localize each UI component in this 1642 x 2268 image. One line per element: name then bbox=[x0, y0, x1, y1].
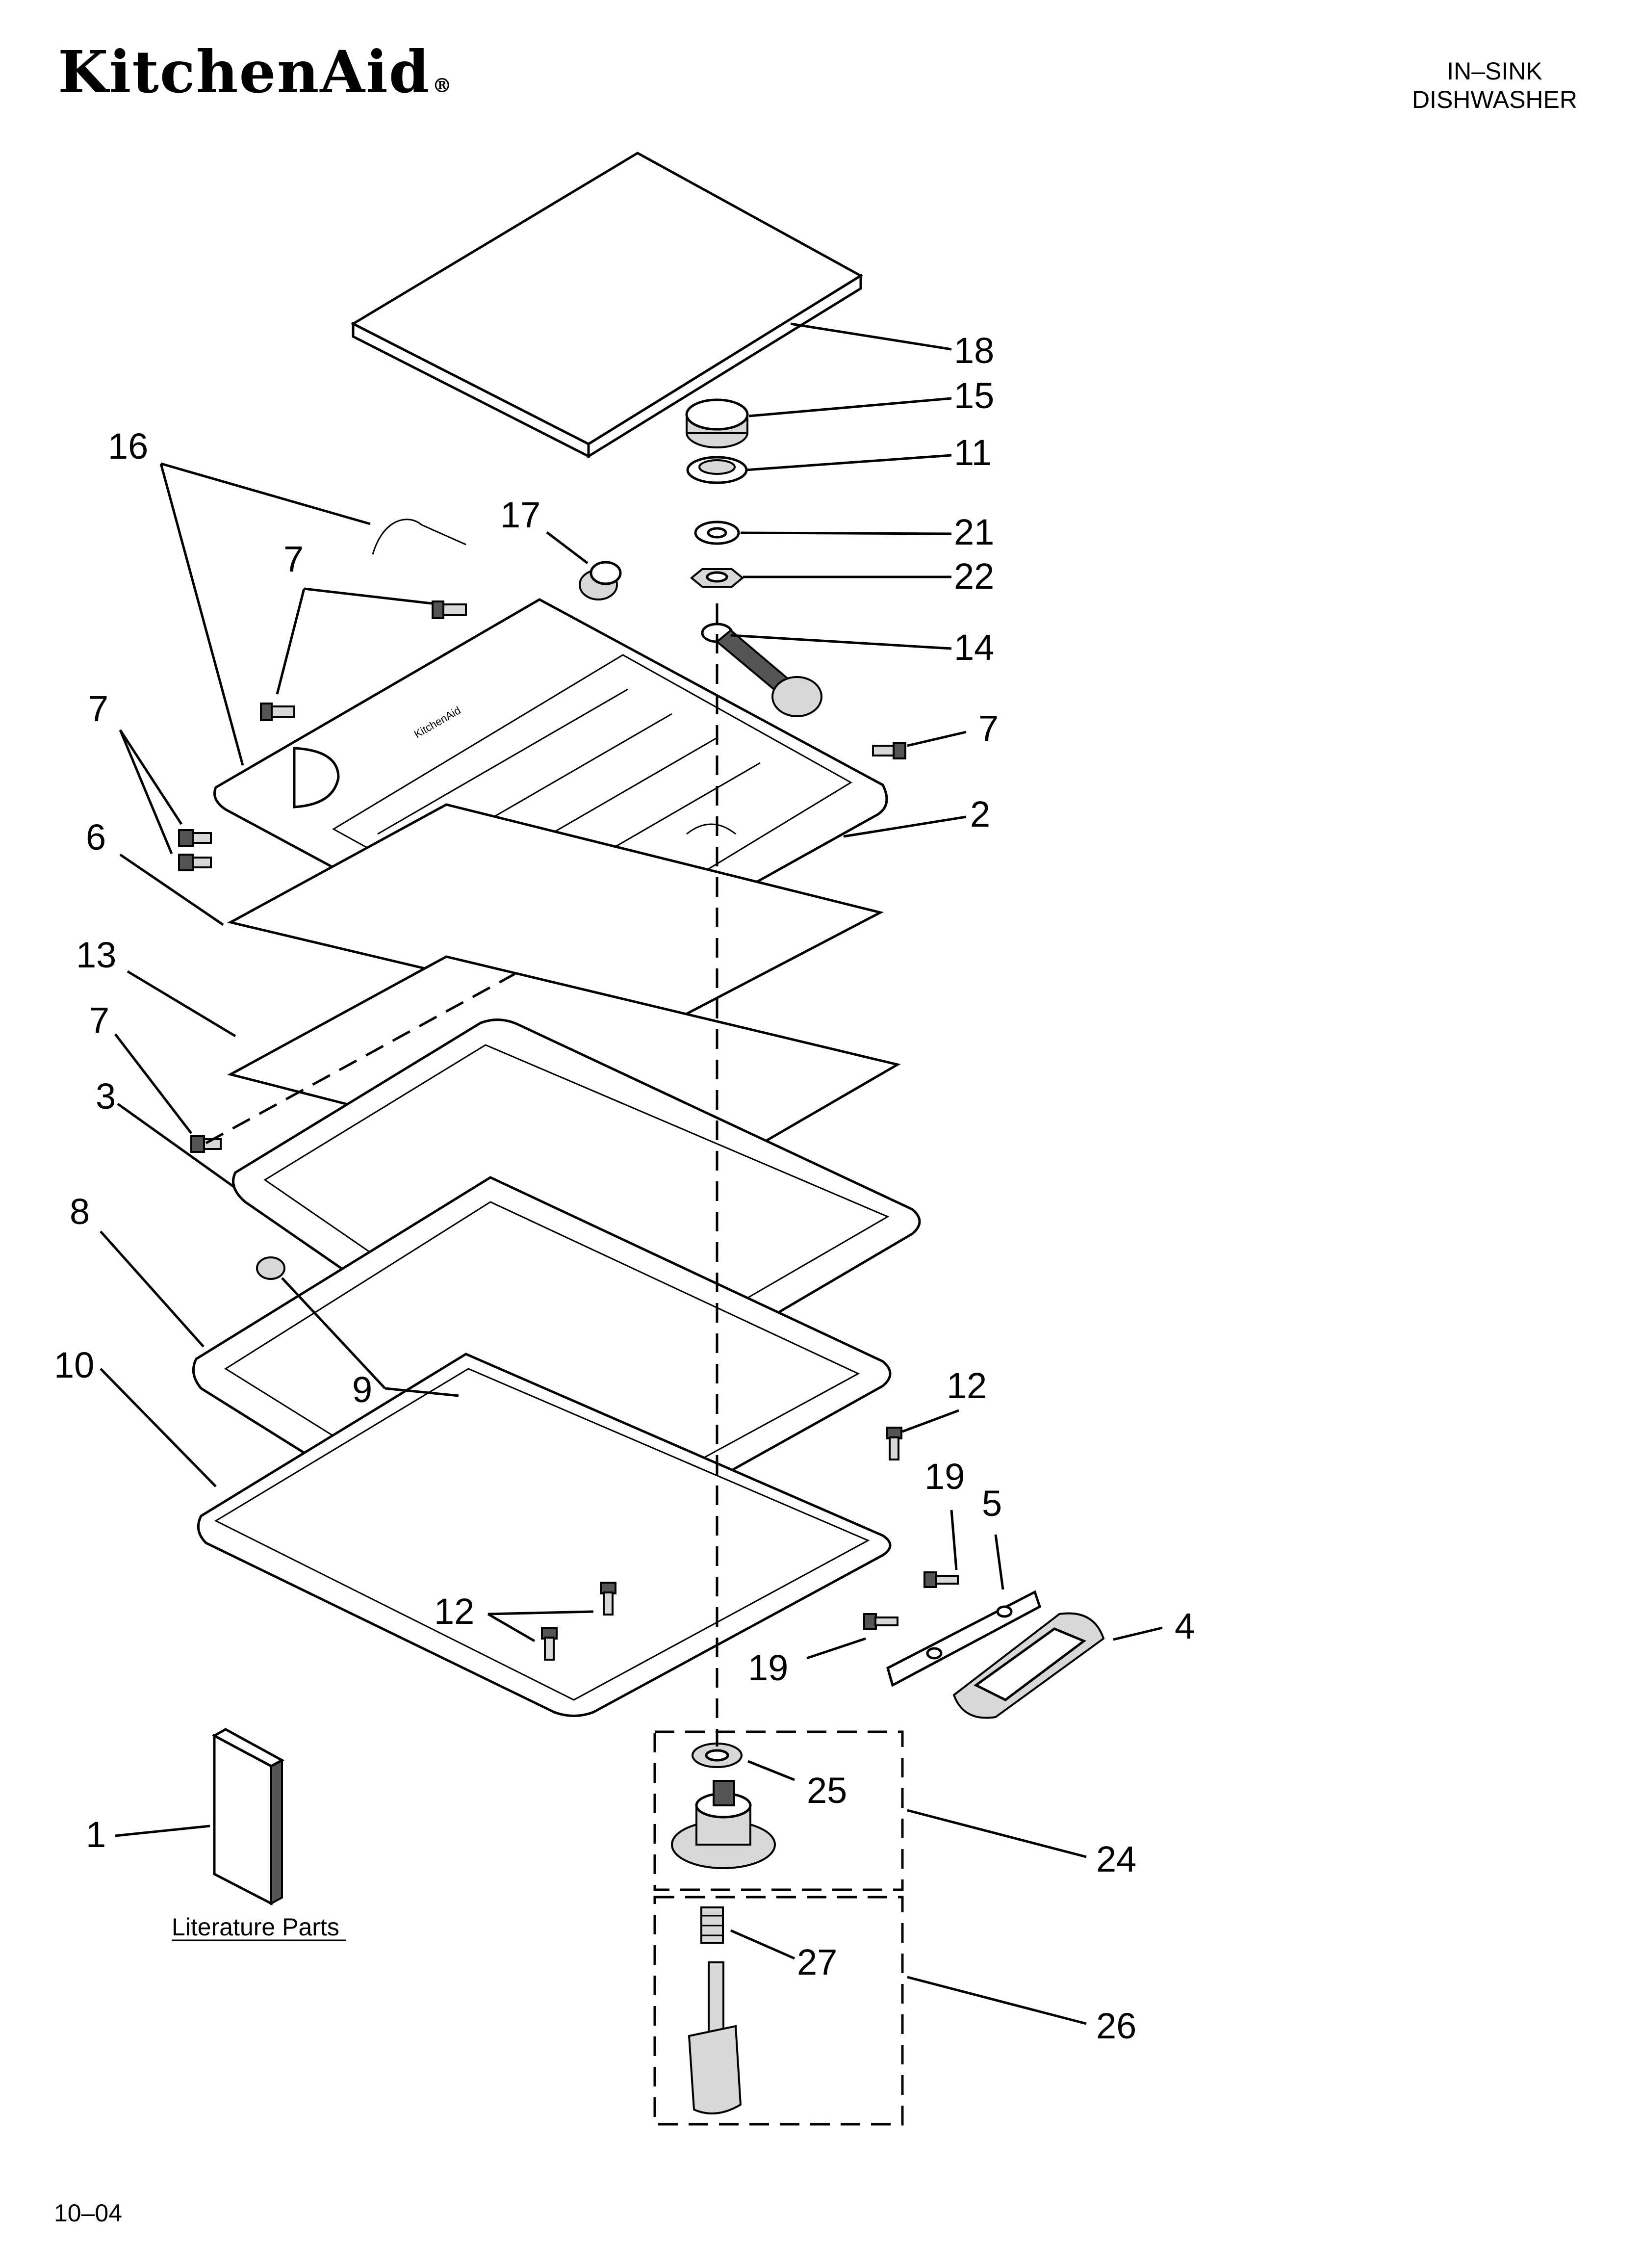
callout-7: 7 bbox=[88, 688, 108, 729]
part-5-bracket bbox=[886, 1590, 1042, 1687]
callout-15: 15 bbox=[954, 375, 994, 416]
callout-5: 5 bbox=[982, 1483, 1002, 1524]
part-11-knob-base bbox=[686, 456, 748, 484]
part-27-spring bbox=[700, 1906, 724, 1944]
part-18-cutting-board bbox=[350, 152, 863, 459]
callout-17: 17 bbox=[500, 495, 540, 535]
callout-12: 12 bbox=[947, 1365, 987, 1406]
callout-25: 25 bbox=[807, 1770, 847, 1811]
callout-12: 12 bbox=[434, 1591, 474, 1632]
screw-7 bbox=[432, 600, 467, 619]
product-title-line2: DISHWASHER bbox=[1411, 86, 1577, 113]
screw-19 bbox=[863, 1613, 898, 1630]
literature-parts-label: Literature Parts bbox=[172, 1913, 339, 1941]
part-21-ring bbox=[694, 521, 740, 545]
callout-26: 26 bbox=[1096, 2006, 1136, 2046]
callout-13: 13 bbox=[76, 935, 116, 975]
assembly-26-box bbox=[653, 1896, 904, 2126]
callout-18: 18 bbox=[954, 330, 994, 371]
callout-6: 6 bbox=[86, 817, 106, 858]
screw-12 bbox=[886, 1427, 902, 1460]
callout-16: 16 bbox=[108, 426, 148, 467]
callout-21: 21 bbox=[954, 512, 994, 552]
part-22-nut bbox=[690, 568, 744, 588]
callout-24: 24 bbox=[1096, 1839, 1136, 1879]
brand-name: KitchenAid bbox=[58, 38, 431, 106]
callout-7: 7 bbox=[89, 1000, 109, 1041]
part-14-lever bbox=[701, 623, 822, 717]
screw-7 bbox=[190, 1135, 222, 1153]
callout-11: 11 bbox=[954, 432, 992, 473]
callout-7: 7 bbox=[283, 539, 304, 579]
part-4-handle bbox=[952, 1612, 1105, 1719]
callout-22: 22 bbox=[954, 556, 994, 597]
leader-lines bbox=[100, 322, 1163, 2025]
screw-12 bbox=[600, 1582, 616, 1616]
product-title-line1: IN–SINK bbox=[1447, 57, 1542, 85]
screw-7 bbox=[260, 703, 295, 721]
part-24-base bbox=[671, 1780, 776, 1869]
revision-code: 10–04 bbox=[54, 2199, 123, 2227]
callout-19: 19 bbox=[924, 1456, 965, 1497]
screw-7 bbox=[872, 742, 906, 759]
callout-7: 7 bbox=[978, 708, 999, 749]
part-15-knob bbox=[685, 398, 749, 448]
callout-2: 2 bbox=[970, 794, 990, 834]
screw-7 bbox=[178, 829, 212, 847]
callout-4: 4 bbox=[1175, 1606, 1195, 1646]
product-title: IN–SINK DISHWASHER bbox=[1412, 57, 1577, 114]
screw-12 bbox=[541, 1627, 558, 1661]
screw-7 bbox=[178, 854, 212, 871]
brand-logo: KitchenAid® bbox=[58, 43, 453, 101]
callout-3: 3 bbox=[96, 1076, 116, 1117]
callout-8: 8 bbox=[70, 1191, 90, 1232]
callout-9: 9 bbox=[352, 1369, 372, 1410]
screw-19 bbox=[924, 1571, 959, 1588]
part-26-shaft bbox=[688, 1961, 742, 2114]
callout-1: 1 bbox=[86, 1814, 106, 1855]
callout-27: 27 bbox=[797, 1942, 837, 1982]
assembly-24-box bbox=[653, 1730, 904, 1891]
callout-10: 10 bbox=[54, 1345, 94, 1385]
part-1-literature bbox=[211, 1728, 285, 1906]
callout-19: 19 bbox=[748, 1647, 788, 1688]
part-17-cap bbox=[579, 561, 622, 600]
registered-mark: ® bbox=[432, 74, 453, 97]
callout-14: 14 bbox=[954, 627, 994, 668]
part-25-washer bbox=[692, 1743, 743, 1768]
